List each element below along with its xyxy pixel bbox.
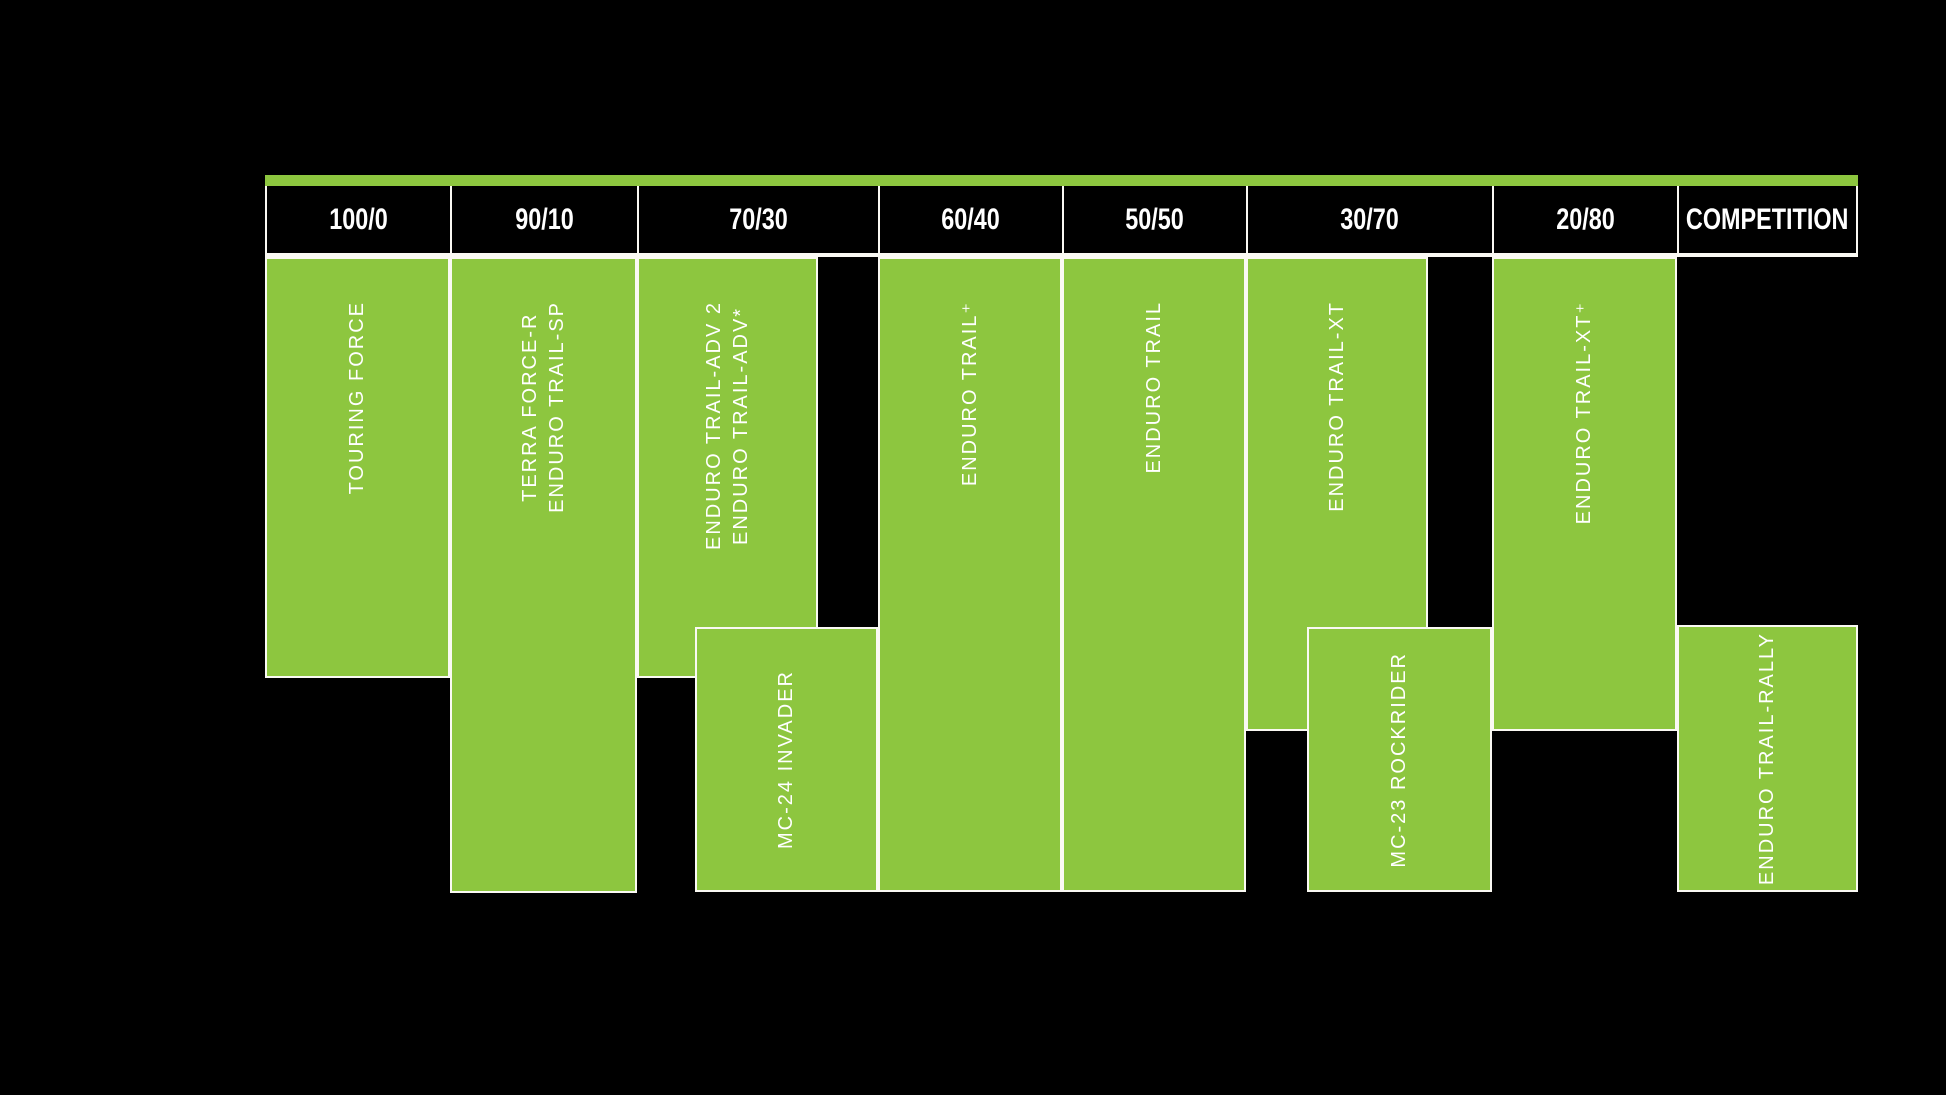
- header-cell-100-0: 100/0: [265, 186, 450, 253]
- block-label: ENDURO TRAIL⁺: [958, 301, 981, 487]
- header-label: 20/80: [1556, 202, 1615, 236]
- header-label: 90/10: [515, 202, 574, 236]
- header-underline: [265, 253, 1858, 257]
- block-label: TOURING FORCE: [346, 301, 368, 495]
- header-label: 70/30: [729, 202, 788, 236]
- block-label: ENDURO TRAIL-XT: [1325, 301, 1348, 512]
- block-enduro-trail-adv: ENDURO TRAIL-ADV 2 ENDURO TRAIL-ADV*: [637, 257, 818, 678]
- block-label: MC-24 INVADER: [775, 670, 797, 849]
- block-label: MC-23 ROCKRIDER: [1388, 651, 1410, 868]
- block-mc-24-invader: MC-24 INVADER: [695, 627, 878, 892]
- block-enduro-trail-xt-plus: ENDURO TRAIL-XT⁺: [1492, 257, 1677, 731]
- block-label: TERRA FORCE-R ENDURO TRAIL-SP: [518, 301, 568, 513]
- block-enduro-trail: ENDURO TRAIL: [1062, 257, 1246, 892]
- block-label: ENDURO TRAIL-ADV 2 ENDURO TRAIL-ADV*: [702, 301, 752, 551]
- header-cell-90-10: 90/10: [450, 186, 637, 253]
- header-cell-50-50: 50/50: [1062, 186, 1246, 253]
- block-label: ENDURO TRAIL: [1142, 301, 1165, 474]
- header-label: 50/50: [1125, 202, 1185, 236]
- header-label: COMPETITION: [1686, 202, 1849, 236]
- header-cell-70-30: 70/30: [637, 186, 878, 253]
- top-accent-bar: [265, 175, 1858, 186]
- block-label: ENDURO TRAIL-RALLY: [1756, 631, 1778, 886]
- header-cell-60-40: 60/40: [878, 186, 1062, 253]
- block-label: ENDURO TRAIL-XT⁺: [1573, 301, 1595, 525]
- header-label: 100/0: [329, 202, 388, 236]
- block-mc-23-rockrider: MC-23 ROCKRIDER: [1307, 627, 1492, 892]
- header-label: 60/40: [941, 202, 1001, 236]
- block-terra-force-r-enduro-trail-sp: TERRA FORCE-R ENDURO TRAIL-SP: [450, 257, 637, 893]
- block-touring-force: TOURING FORCE: [265, 257, 450, 678]
- block-enduro-trail-plus: ENDURO TRAIL⁺: [878, 257, 1062, 892]
- header-cell-20-80: 20/80: [1492, 186, 1677, 253]
- header-cell-competition: COMPETITION: [1677, 186, 1858, 253]
- block-enduro-trail-rally: ENDURO TRAIL-RALLY: [1677, 625, 1858, 892]
- header-cell-30-70: 30/70: [1246, 186, 1492, 253]
- header-label: 30/70: [1340, 202, 1400, 236]
